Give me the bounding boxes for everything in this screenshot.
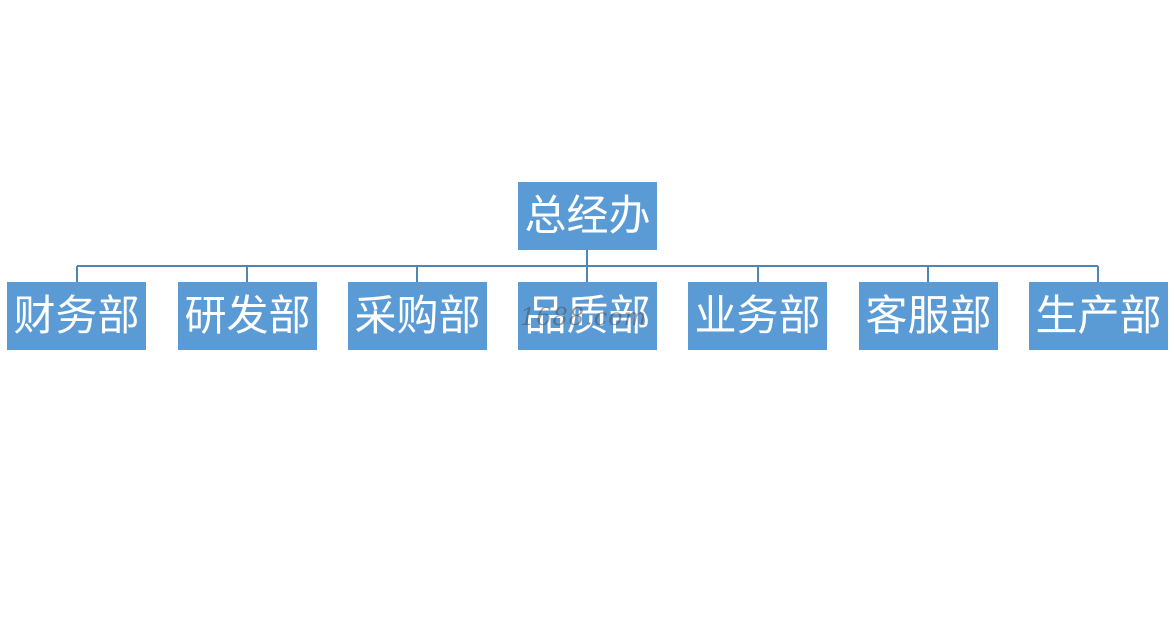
node-general-office: 总经办: [518, 182, 657, 250]
watermark: 1688.com: [520, 303, 648, 331]
node-label: 生产部: [1035, 291, 1162, 340]
node-purchasing: 采购部: [348, 282, 487, 350]
node-quality: 品质部: [518, 282, 657, 350]
node-label: 研发部: [184, 291, 311, 340]
node-label: 财务部: [13, 291, 140, 340]
node-production: 生产部: [1029, 282, 1168, 350]
node-customer-service: 客服部: [859, 282, 998, 350]
node-label: 品质部: [524, 291, 651, 340]
node-label: 客服部: [865, 291, 992, 340]
node-label: 采购部: [354, 291, 481, 340]
node-finance: 财务部: [7, 282, 146, 350]
node-label: 业务部: [694, 291, 821, 340]
node-rnd: 研发部: [178, 282, 317, 350]
node-business: 业务部: [688, 282, 827, 350]
node-label: 总经办: [524, 191, 651, 240]
